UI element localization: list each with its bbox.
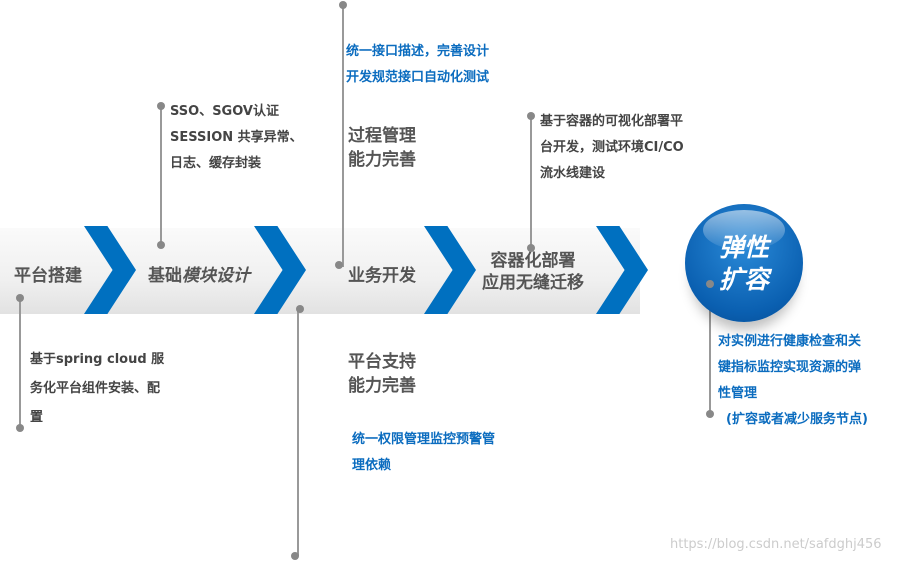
stage-module-design: 基础模块设计 xyxy=(148,261,250,286)
dot-marker xyxy=(527,112,535,120)
dot-marker xyxy=(339,1,347,9)
note-spring: 基于spring cloud 服务化平台组件安装、配置 xyxy=(30,345,164,432)
elastic-scaling-badge: 弹性扩容 xyxy=(685,204,803,322)
note-line: 统一接口描述，完善设计 xyxy=(346,44,490,59)
dot-marker xyxy=(706,280,714,288)
badge-line: 扩容 xyxy=(718,265,769,294)
dot-marker xyxy=(296,305,304,313)
note-line: 开发规范接口自动化测试 xyxy=(346,70,490,85)
note-line: 置 xyxy=(30,410,44,425)
badge-text: 弹性扩容 xyxy=(685,232,803,296)
note-container: 基于容器的可视化部署平台开发，测试环境CI/CO 流水线建设 xyxy=(540,109,684,187)
stage-platform-build: 平台搭建 xyxy=(14,266,82,286)
note-line: 对实例进行健康检查和关 xyxy=(718,334,862,349)
note-line: 台开发，测试环境CI/CO xyxy=(540,140,684,155)
dot-marker xyxy=(157,102,165,110)
note-line: 能力完善 xyxy=(348,150,416,170)
note-line: SSO、SGOV认证 xyxy=(170,104,279,119)
stage-business-dev: 业务开发 xyxy=(348,266,416,286)
note-line: 平台支持 xyxy=(348,352,416,372)
note-line: 流水线建设 xyxy=(540,166,606,181)
stage-container: 容器化部署应用无缝迁移 xyxy=(482,250,584,294)
dot-marker xyxy=(335,261,343,269)
note-permission: 统一权限管理监控预警管理依赖 xyxy=(352,427,495,479)
note-elastic: 对实例进行健康检查和关键指标监控实现资源的弹性管理 (扩容或者减少服务节点) xyxy=(718,329,868,433)
connector-line xyxy=(160,106,162,246)
note-line: 性管理 xyxy=(718,386,758,401)
note-platform: 平台支持能力完善 xyxy=(348,350,416,398)
connector-line xyxy=(342,5,344,267)
note-line: 统一权限管理监控预警管 xyxy=(352,432,496,447)
note-line: 日志、缓存封装 xyxy=(170,156,262,171)
note-interface: 统一接口描述，完善设计开发规范接口自动化测试 xyxy=(346,39,489,91)
note-line: (扩容或者减少服务节点) xyxy=(726,412,868,427)
connector-line xyxy=(709,284,711,414)
dot-marker xyxy=(16,424,24,432)
note-line: 能力完善 xyxy=(348,376,416,396)
note-sso: SSO、SGOV认证 SESSION 共享异常、日志、缓存封装 xyxy=(170,99,303,177)
note-line: SESSION 共享异常、 xyxy=(170,130,303,145)
dot-marker xyxy=(291,552,299,560)
note-line: 键指标监控实现资源的弹 xyxy=(718,360,862,375)
note-line: 理依赖 xyxy=(352,458,392,473)
note-line: 基于spring cloud 服 xyxy=(30,352,165,367)
watermark: https://blog.csdn.net/safdghj456 xyxy=(670,537,882,552)
note-line: 过程管理 xyxy=(348,126,416,146)
stage-label-italic: 模块设计 xyxy=(182,266,250,286)
note-process: 过程管理能力完善 xyxy=(348,124,416,172)
connector-line xyxy=(19,298,21,428)
connector-line xyxy=(530,116,532,248)
note-line: 务化平台组件安装、配 xyxy=(30,381,161,396)
dot-marker xyxy=(16,294,24,302)
stage-label: 基础 xyxy=(148,266,182,286)
connector-line xyxy=(297,310,299,556)
stage-label: 容器化部署 xyxy=(490,251,576,271)
dot-marker xyxy=(157,241,165,249)
dot-marker xyxy=(527,244,535,252)
badge-line: 弹性 xyxy=(718,233,769,262)
gloss-highlight xyxy=(703,210,785,250)
stage-label: 应用无缝迁移 xyxy=(482,273,584,293)
dot-marker xyxy=(706,410,714,418)
note-line: 基于容器的可视化部署平 xyxy=(540,114,684,129)
